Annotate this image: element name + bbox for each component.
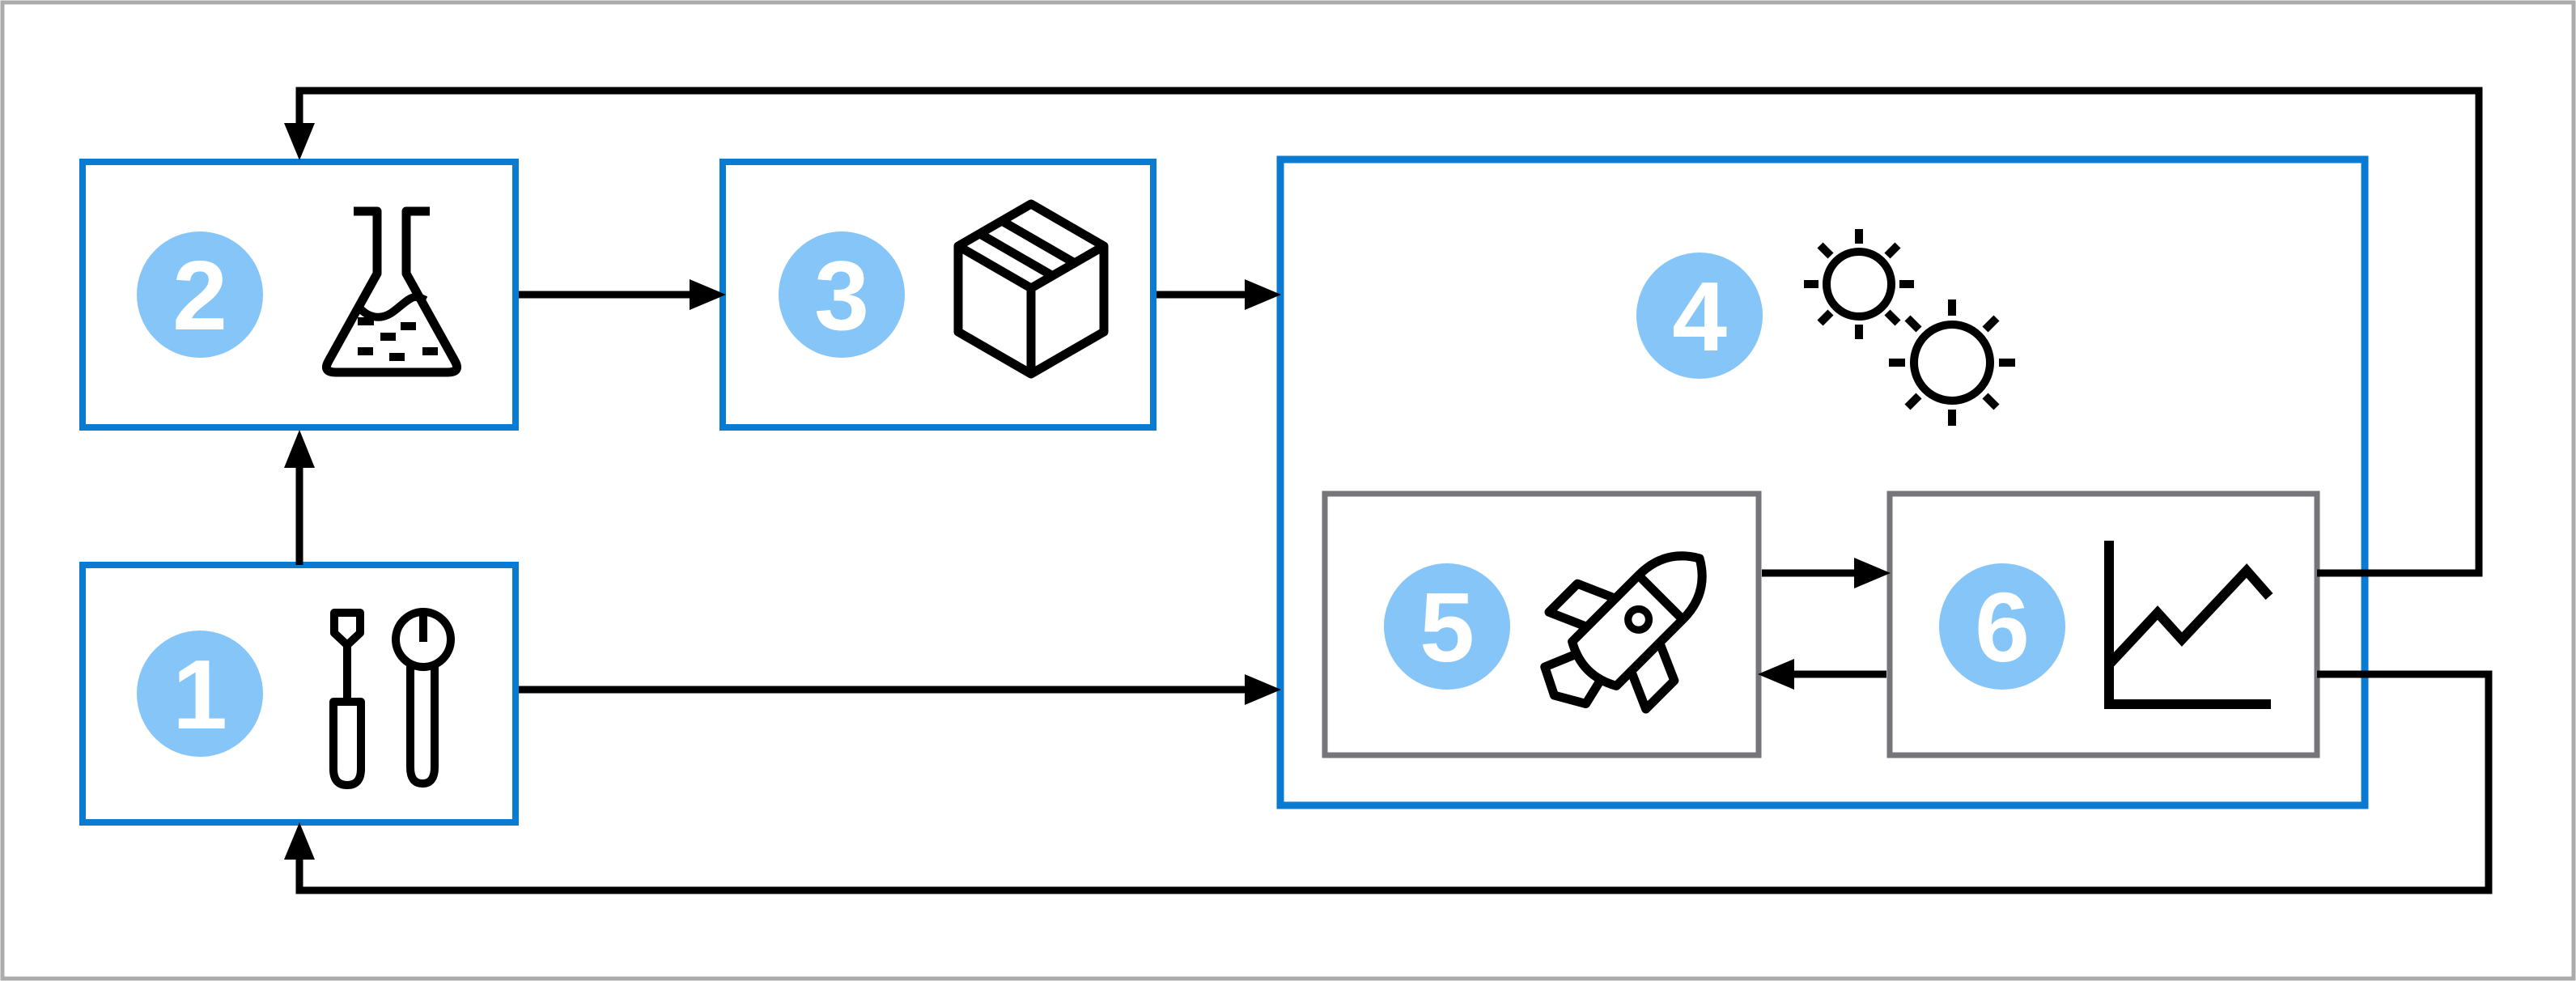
step-4-box (1276, 155, 2369, 809)
gears-icon (1804, 229, 2015, 426)
tools-icon (329, 608, 455, 789)
line-chart-icon (2104, 541, 2273, 709)
step-badges: 1 2 3 4 5 6 (137, 231, 2065, 757)
wrench-icon (392, 608, 455, 788)
feedback-line-top (295, 87, 2483, 577)
arrowhead-into-2-top (284, 123, 315, 160)
arrowhead-into-6 (1854, 558, 1891, 588)
badge-4-number: 4 (1672, 261, 1727, 372)
badge-3 (779, 231, 905, 358)
badge-3-number: 3 (814, 240, 869, 350)
badge-6 (1939, 563, 2065, 690)
package-box-icon (953, 199, 1109, 379)
arrowhead-into-1-bottom (284, 822, 315, 860)
arrowhead-into-3 (690, 279, 726, 310)
badge-4 (1636, 253, 1763, 379)
badge-1-number: 1 (172, 639, 227, 750)
screwdriver-icon (329, 609, 365, 789)
flask-icon (322, 206, 461, 377)
rocket-icon (1540, 551, 1707, 714)
badge-5 (1384, 563, 1510, 690)
badge-1 (137, 631, 263, 757)
arrowheads (284, 123, 1891, 860)
arrowhead-into-5 (1758, 659, 1794, 690)
badge-2-number: 2 (172, 240, 227, 350)
badge-5-number: 5 (1420, 572, 1475, 682)
step-2-box (79, 159, 519, 431)
step-5-box (1322, 491, 1762, 758)
arrowhead-into-4-bottom (1245, 674, 1281, 705)
feedback-line-bottom (295, 670, 2493, 894)
badge-2 (137, 231, 263, 358)
step-6-box (1886, 491, 2320, 758)
arrowhead-into-2-bottom (284, 430, 315, 468)
badge-6-number: 6 (1975, 572, 2030, 682)
arrowhead-into-4-top (1245, 279, 1281, 310)
connectors (295, 87, 2493, 894)
